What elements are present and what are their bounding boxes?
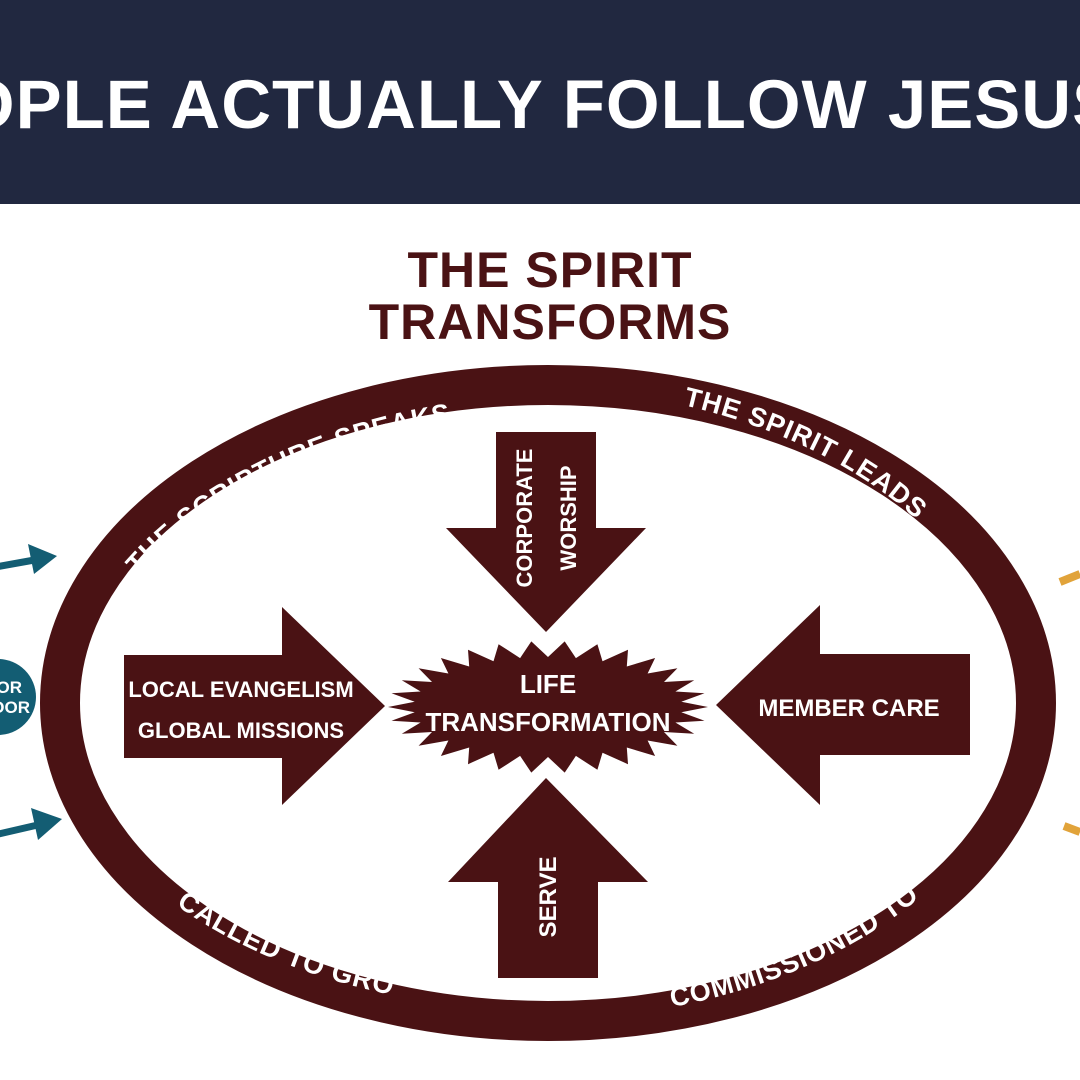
gold-dash-lower — [1062, 822, 1080, 836]
arrow-label-member-care: MEMBER CARE — [758, 695, 939, 722]
arrow-label-corporate: CORPORATE — [512, 449, 537, 588]
badge-line-2: OOR — [0, 698, 30, 717]
badge-line-1: OR — [0, 678, 22, 697]
ring-label-spirit-leads: THE SPIRIT LEADS — [682, 382, 933, 525]
arrow-label-serve: SERVE — [535, 857, 562, 938]
heading-line-2: TRANSFORMS — [368, 294, 732, 350]
left-teal-badge: OR OOR — [0, 659, 36, 735]
outer-ring — [40, 365, 1056, 1041]
gold-dash-upper — [1058, 570, 1080, 586]
center-label-life: LIFE — [520, 669, 576, 699]
arrow-corporate-worship — [446, 432, 646, 632]
arrow-label-local-evangelism: LOCAL EVANGELISM — [128, 677, 353, 702]
heading-line-1: THE SPIRIT — [407, 242, 693, 298]
life-transformation-starburst — [388, 641, 708, 773]
arrow-label-global-missions: GLOBAL MISSIONS — [138, 718, 344, 743]
banner-title: OPLE ACTUALLY FOLLOW JESUS — [0, 66, 1080, 143]
arrow-local-evangelism — [124, 607, 385, 805]
teal-arrow-upper — [0, 544, 57, 574]
teal-arrow-lower — [0, 808, 62, 840]
arrow-label-worship: WORSHIP — [556, 465, 581, 570]
title-banner: OPLE ACTUALLY FOLLOW JESUS — [0, 0, 1080, 204]
arrow-member-care — [716, 605, 970, 805]
arrow-serve — [448, 778, 648, 978]
center-label-transformation: TRANSFORMATION — [425, 707, 670, 737]
